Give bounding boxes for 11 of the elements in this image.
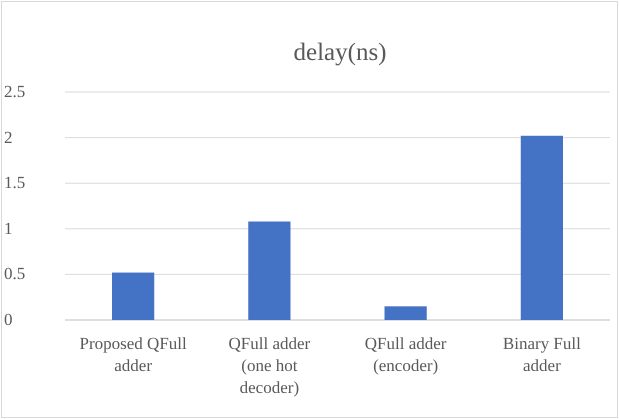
y-tick-label: 0.5 <box>4 264 26 284</box>
y-tick-label: 2.5 <box>4 82 26 102</box>
y-tick-label: 0 <box>4 310 14 330</box>
category-label: QFull adder (encoder) <box>364 333 448 377</box>
chart-title: delay(ns) <box>292 38 388 68</box>
category-label: Binary Full adder <box>502 333 582 377</box>
category-label: QFull adder (one hot decoder) <box>228 333 312 399</box>
y-tick-label: 2 <box>4 128 14 148</box>
category-label: Proposed QFull adder <box>78 333 188 377</box>
y-tick-label: 1.5 <box>4 173 26 194</box>
y-tick-label: 1 <box>4 218 14 239</box>
